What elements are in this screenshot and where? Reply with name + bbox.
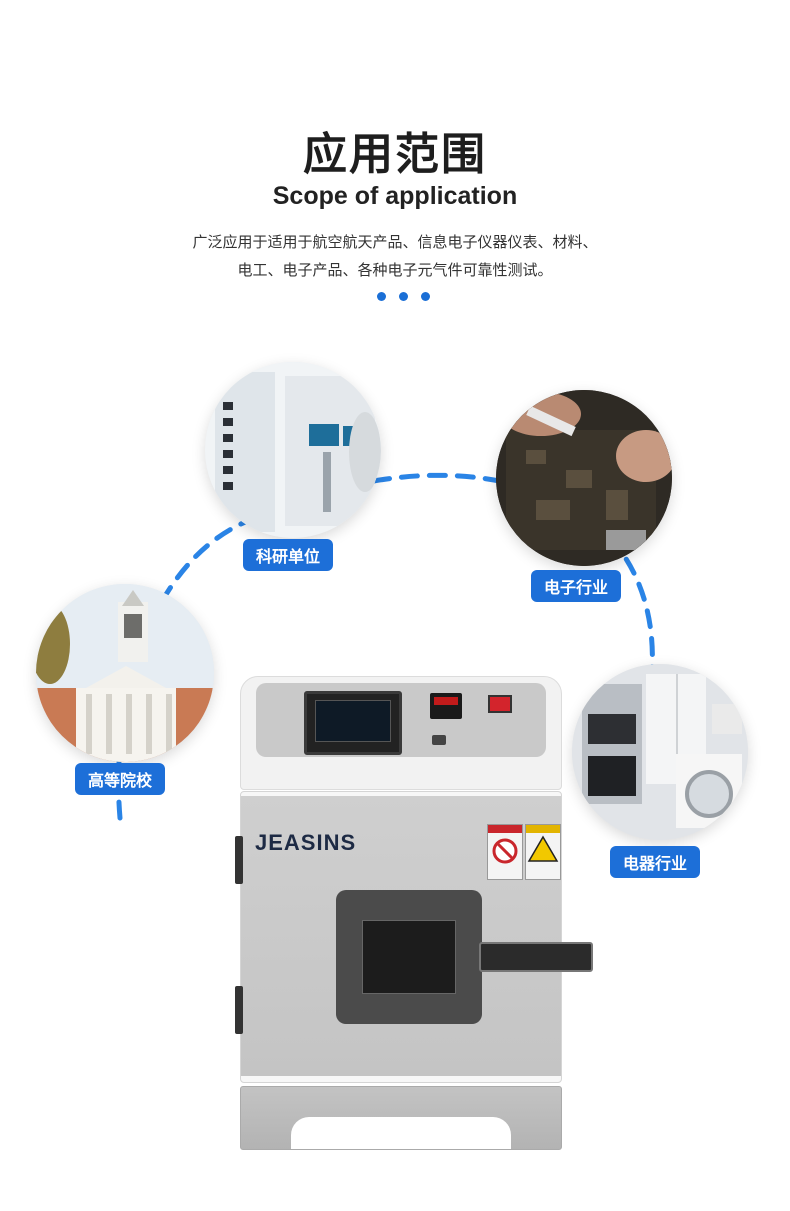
page-title: 应用范围 <box>303 129 487 180</box>
machine-body: JEASINS <box>235 791 593 1083</box>
machine-door: JEASINS <box>235 796 593 1076</box>
power-switch <box>488 695 512 713</box>
appliances-image <box>572 664 748 840</box>
temperature-controller <box>430 693 462 719</box>
tag-electronics-industry: 电子行业 <box>531 570 622 602</box>
danger-label <box>487 824 523 880</box>
caution-label <box>525 824 561 880</box>
brand-logo: JEASINS <box>255 830 357 855</box>
research-lab-image <box>205 362 381 538</box>
usb-port <box>432 735 446 745</box>
decorative-dots <box>377 292 430 301</box>
university-image <box>36 584 214 762</box>
test-chamber-machine: JEASINS <box>232 676 593 1156</box>
door-hinge-bottom <box>235 986 243 1034</box>
door-hinge-top <box>235 836 243 884</box>
tag-appliance-industry: 电器行业 <box>610 846 701 878</box>
tag-research-institution: 科研单位 <box>243 539 334 571</box>
description-line-1: 广泛应用于适用于航空航天产品、信息电子仪器仪表、材料、 <box>192 233 598 251</box>
machine-base <box>240 1086 562 1150</box>
machine-top-housing <box>240 676 562 790</box>
description-line-2: 电工、电子产品、各种电子元气件可靠性测试。 <box>237 261 553 279</box>
door-handle <box>479 942 593 972</box>
observation-window-frame <box>336 890 482 1024</box>
tag-university: 高等院校 <box>75 763 166 795</box>
touch-screen <box>304 691 402 755</box>
electronics-image <box>496 390 672 566</box>
observation-window <box>362 920 456 994</box>
page-subtitle: Scope of application <box>272 182 518 210</box>
control-panel <box>256 683 546 757</box>
